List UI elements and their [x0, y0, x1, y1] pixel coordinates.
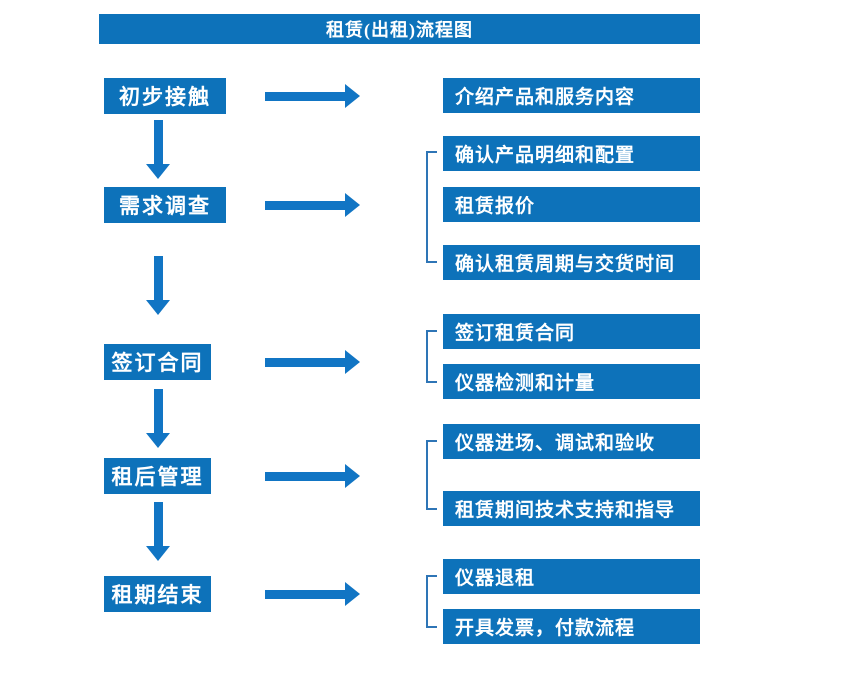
right-arrow: [265, 350, 360, 374]
output-box-confirm-product-details: 确认产品明细和配置: [443, 136, 700, 171]
right-arrow-head: [345, 193, 360, 217]
stage-box-demand-survey: 需求调查: [104, 187, 226, 223]
group-bracket: [426, 151, 437, 263]
right-arrow-shaft: [265, 589, 345, 599]
group-bracket: [426, 575, 437, 628]
right-arrow-shaft: [265, 91, 345, 101]
down-arrow-shaft: [153, 502, 163, 546]
output-box-sign-rental-contract: 签订租赁合同: [443, 314, 700, 349]
right-arrow-head: [345, 350, 360, 374]
down-arrow-head: [146, 546, 170, 561]
output-box-instrument-arrival: 仪器进场、调试和验收: [443, 424, 700, 459]
output-box-instrument-return: 仪器退租: [443, 559, 700, 594]
down-arrow-shaft: [153, 389, 163, 433]
output-box-technical-support: 租赁期间技术支持和指导: [443, 491, 700, 526]
right-arrow-shaft: [265, 200, 345, 210]
down-arrow: [146, 389, 170, 448]
output-box-invoice-payment: 开具发票，付款流程: [443, 609, 700, 644]
right-arrow: [265, 464, 360, 488]
down-arrow: [146, 502, 170, 561]
right-arrow-shaft: [265, 471, 345, 481]
down-arrow: [146, 256, 170, 315]
right-arrow: [265, 84, 360, 108]
down-arrow-shaft: [153, 120, 163, 164]
output-box-instrument-testing: 仪器检测和计量: [443, 364, 700, 399]
down-arrow-shaft: [153, 256, 163, 300]
right-arrow-shaft: [265, 357, 345, 367]
stage-box-post-rental-management: 租后管理: [104, 458, 211, 494]
down-arrow-head: [146, 164, 170, 179]
down-arrow-head: [146, 300, 170, 315]
group-bracket: [426, 330, 437, 383]
stage-box-rental-end: 租期结束: [104, 576, 211, 612]
output-box-rental-quote: 租赁报价: [443, 187, 700, 222]
stage-box-sign-contract: 签订合同: [104, 344, 211, 380]
output-box-confirm-rental-period: 确认租赁周期与交货时间: [443, 245, 700, 280]
stage-box-initial-contact: 初步接触: [104, 78, 226, 114]
group-bracket: [426, 440, 437, 510]
flowchart-title: 租赁(出租)流程图: [99, 14, 700, 44]
down-arrow-head: [146, 433, 170, 448]
right-arrow-head: [345, 582, 360, 606]
output-box-intro-products: 介绍产品和服务内容: [443, 78, 700, 113]
right-arrow-head: [345, 84, 360, 108]
right-arrow: [265, 193, 360, 217]
down-arrow: [146, 120, 170, 179]
right-arrow: [265, 582, 360, 606]
right-arrow-head: [345, 464, 360, 488]
